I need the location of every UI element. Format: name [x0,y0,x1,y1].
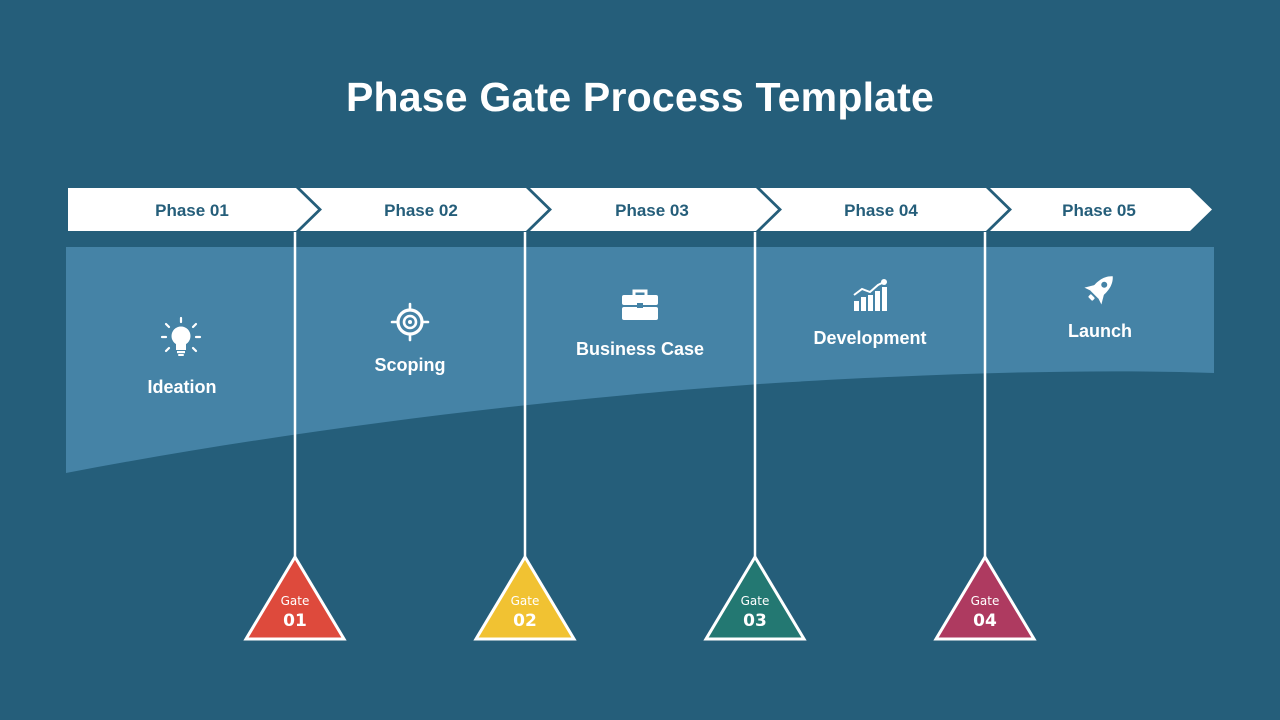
phase-chevron-2 [300,188,548,231]
gate-number-4: 04 [973,611,997,631]
phase-chevron-4 [760,188,1008,231]
gate-label-3: Gate [741,594,770,608]
phase-band [66,247,1214,473]
stage-label-5: Launch [1068,321,1132,341]
stage-label-1: Ideation [147,377,216,397]
bar-chart-growth-icon [853,279,887,311]
target-icon [390,302,430,342]
briefcase-icon [622,289,658,320]
phase-label-3: Phase 03 [615,201,689,220]
gate-triangle-4 [933,554,1037,641]
stage-label-4: Development [813,328,926,348]
gate-number-2: 02 [513,611,537,631]
page-title: Phase Gate Process Template [345,74,935,120]
gate-number-1: 01 [283,611,307,631]
gate-label-1: Gate [281,594,310,608]
phase-chevron-3 [530,188,778,231]
gate-connectors [293,232,987,560]
gate-triangle-2 [473,554,577,641]
phase-chevrons [68,188,1212,231]
rocket-icon [1084,276,1113,305]
phase-chevron-1 [68,188,318,231]
phase-chevron-5 [990,188,1212,231]
phase-label-5: Phase 05 [1062,201,1136,220]
gate-triangle-1 [243,554,347,641]
stage-label-3: Business Case [576,339,704,359]
gate-label-4: Gate [971,594,1000,608]
gate-number-3: 03 [743,611,767,631]
phase-label-2: Phase 02 [384,201,458,220]
phase-label-4: Phase 04 [844,201,918,220]
gate-triangle-3 [703,554,807,641]
gate-label-2: Gate [511,594,540,608]
phase-label-1: Phase 01 [155,201,229,220]
lightbulb-icon [160,316,202,356]
stage-label-2: Scoping [375,355,446,375]
